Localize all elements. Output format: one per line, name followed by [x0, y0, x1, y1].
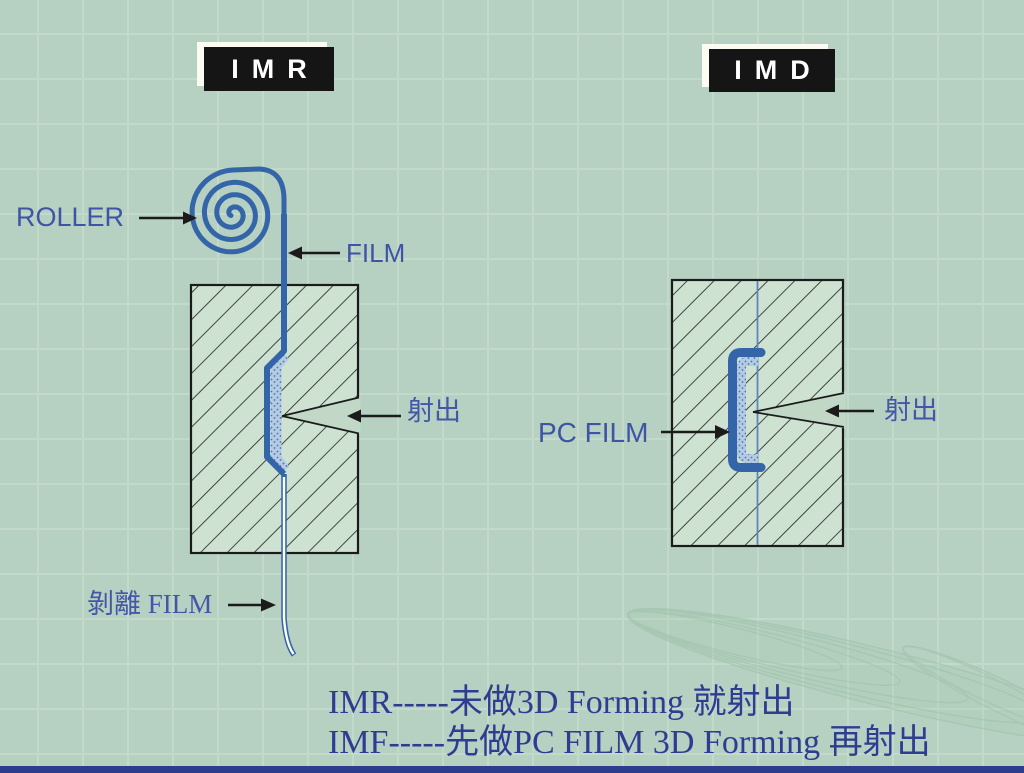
injection-arrow-right-icon: [825, 404, 874, 418]
peel-film-label: 剝離 FILM: [87, 589, 213, 619]
imd-mold-block: [670, 278, 846, 548]
injection-label-right: 射出: [884, 395, 938, 425]
swoosh-decoration: [626, 607, 1024, 757]
footer-line-imf: IMF-----先做PC FILM 3D Forming 再射出: [328, 724, 931, 761]
bottom-accent-bar: [0, 766, 1024, 773]
peeled-film-core: [282, 477, 295, 655]
imr-formed-film-stipple: [270, 351, 290, 474]
injection-gate-left: [282, 396, 361, 435]
pc-film-stipple: [737, 357, 758, 463]
injection-gate-right: [753, 391, 846, 429]
footer-line-imr: IMR-----未做3D Forming 就射出: [328, 684, 795, 721]
roller-arrow-icon: [139, 211, 197, 225]
injection-arrow-left-icon: [347, 409, 401, 423]
roller-label: ROLLER: [16, 202, 125, 232]
film-strip: [264, 214, 287, 477]
imr-title-label: IMR: [231, 53, 320, 84]
injection-label-left: 射出: [407, 396, 461, 426]
imr-title-box: IMR: [204, 47, 334, 91]
film-arrow-icon: [288, 246, 340, 260]
pc-film-arrow-icon: [661, 425, 730, 439]
pc-film-bracket: [728, 348, 766, 472]
film-label: FILM: [346, 238, 406, 268]
pc-film-label: PC FILM: [538, 417, 649, 448]
roller-spiral: [189, 166, 287, 255]
peel-film-arrow-icon: [228, 598, 276, 612]
imd-title-box: IMD: [709, 49, 835, 92]
imd-title-label: IMD: [734, 55, 823, 85]
